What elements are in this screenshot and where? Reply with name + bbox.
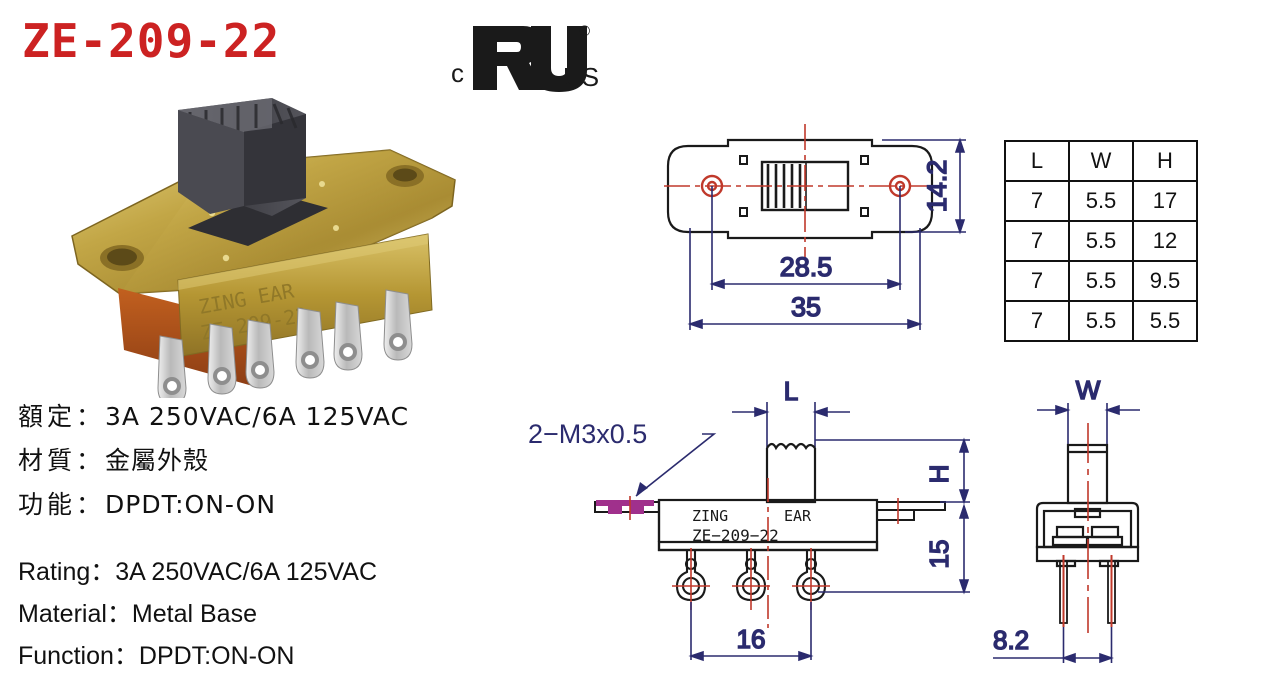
front-view-dim-H-label: H: [924, 465, 954, 484]
table-header-l: L: [1004, 140, 1070, 182]
spec-cn-function-value: DPDT:ON-ON: [105, 490, 277, 519]
cell-l: 7: [1004, 220, 1070, 262]
top-view-dim-14-2-label: 14.2: [922, 160, 952, 213]
spec-en-material: Material：Metal Base: [18, 594, 377, 630]
cell-w: 5.5: [1068, 300, 1134, 342]
cell-l: 7: [1004, 180, 1070, 222]
spec-cn-material-label: 材質：: [18, 446, 106, 475]
front-view-dim-H: H: [815, 437, 970, 505]
specifications-chinese: 額定：3A 250VAC/6A 125VAC 材質：金屬外殼 功能：DPDT:O…: [18, 397, 409, 529]
top-view-dim-28-5: 28.5: [709, 186, 903, 290]
spec-en-material-value: Metal Base: [131, 600, 257, 628]
table-row: 7 5.5 9.5: [1004, 260, 1198, 302]
front-view-dim-L-label: L: [784, 378, 798, 406]
table-header-w: W: [1068, 140, 1134, 182]
top-view-centerlines: [664, 124, 938, 258]
spec-en-material-label: Material：: [18, 600, 132, 628]
spec-cn-rating-value: 3A 250VAC/6A 125VAC: [105, 402, 410, 431]
cell-w: 5.5: [1068, 180, 1134, 222]
front-view-drawing: L 2−M3x0.5: [520, 375, 1010, 673]
table-row: 7 5.5 17: [1004, 180, 1198, 222]
top-view-drawing: 14.2 28.5 35: [620, 118, 980, 348]
registered-trademark-icon: ®: [579, 23, 590, 40]
spec-en-function: Function：DPDT:ON-ON: [18, 636, 377, 672]
cell-h: 12: [1132, 220, 1198, 262]
front-view-dim-16-label: 16: [737, 624, 766, 654]
spec-en-rating: Rating：3A 250VAC/6A 125VAC: [18, 552, 377, 588]
top-view-dim-28-5-label: 28.5: [780, 252, 833, 282]
spec-cn-function: 功能：DPDT:ON-ON: [18, 485, 409, 521]
front-view-dim-16: 16: [688, 602, 814, 662]
spec-cn-material: 材質：金屬外殼: [18, 441, 409, 477]
front-view-body-label-partno: ZE−209−22: [692, 526, 779, 545]
top-view-dim-35-label: 35: [791, 292, 821, 322]
cul-us-left-letter: c: [451, 58, 464, 88]
front-view-body-label-ear: EAR: [784, 507, 812, 525]
top-view-dim-14-2: 14.2: [882, 137, 966, 235]
front-view-terminal-centerlines: [672, 548, 830, 610]
page-title: ZE-209-22: [22, 14, 281, 68]
photo-terminals: [157, 289, 413, 405]
spec-cn-material-value: 金屬外殼: [105, 446, 210, 475]
table-header-row: L W H: [1004, 140, 1198, 182]
front-view-thread-callout-label: 2−M3x0.5: [528, 419, 647, 449]
spec-cn-function-label: 功能：: [18, 490, 106, 519]
side-view-dim-8-2-label: 8.2: [993, 625, 1029, 655]
cell-h: 5.5: [1132, 300, 1198, 342]
specifications-english: Rating：3A 250VAC/6A 125VAC Material：Meta…: [18, 552, 377, 678]
top-view-dim-35: 35: [687, 228, 923, 330]
cell-w: 5.5: [1068, 260, 1134, 302]
front-view-body-label-zing: ZING: [692, 507, 728, 525]
front-view-dim-15: 15: [818, 503, 970, 595]
spec-en-rating-label: Rating：: [18, 558, 116, 586]
table-header-h: H: [1132, 140, 1198, 182]
table-row: 7 5.5 12: [1004, 220, 1198, 262]
cul-us-certification-mark: c US ®: [445, 18, 605, 98]
spec-en-rating-value: 3A 250VAC/6A 125VAC: [115, 558, 378, 586]
side-view-pin-centerlines: [1062, 555, 1113, 627]
spec-cn-rating-label: 額定：: [18, 402, 106, 431]
table-row: 7 5.5 5.5: [1004, 300, 1198, 342]
front-view-body-labels: ZING EAR ZE−209−22: [692, 507, 812, 545]
cul-us-right-letters: US: [563, 62, 599, 92]
top-view-pads: [739, 155, 869, 217]
front-view-actuator: [765, 442, 817, 504]
photo-actuator-knob: [178, 98, 306, 216]
spec-cn-rating: 額定：3A 250VAC/6A 125VAC: [18, 397, 409, 433]
dimension-table: L W H 7 5.5 17 7 5.5 12 7 5.5 9.5 7 5.5 …: [1004, 140, 1198, 342]
spec-en-function-value: DPDT:ON-ON: [138, 642, 295, 670]
slide-switch-product-photo: ZING EAR ZE-209-22: [60, 88, 480, 405]
side-view-drawing: W: [985, 374, 1190, 675]
cell-h: 17: [1132, 180, 1198, 222]
cell-w: 5.5: [1068, 220, 1134, 262]
side-view-dim-W-label: W: [1076, 375, 1101, 405]
side-view-dim-8-2: 8.2: [992, 624, 1114, 664]
cell-l: 7: [1004, 300, 1070, 342]
front-view-m3-screw-symbol: [596, 496, 654, 520]
cell-l: 7: [1004, 260, 1070, 302]
cell-h: 9.5: [1132, 260, 1198, 302]
front-view-dim-L: L: [732, 375, 850, 448]
front-view-thread-callout: 2−M3x0.5: [528, 419, 717, 497]
front-view-dim-15-label: 15: [924, 540, 954, 569]
spec-en-function-label: Function：: [18, 642, 139, 670]
side-view-dim-W: W: [1037, 374, 1140, 445]
